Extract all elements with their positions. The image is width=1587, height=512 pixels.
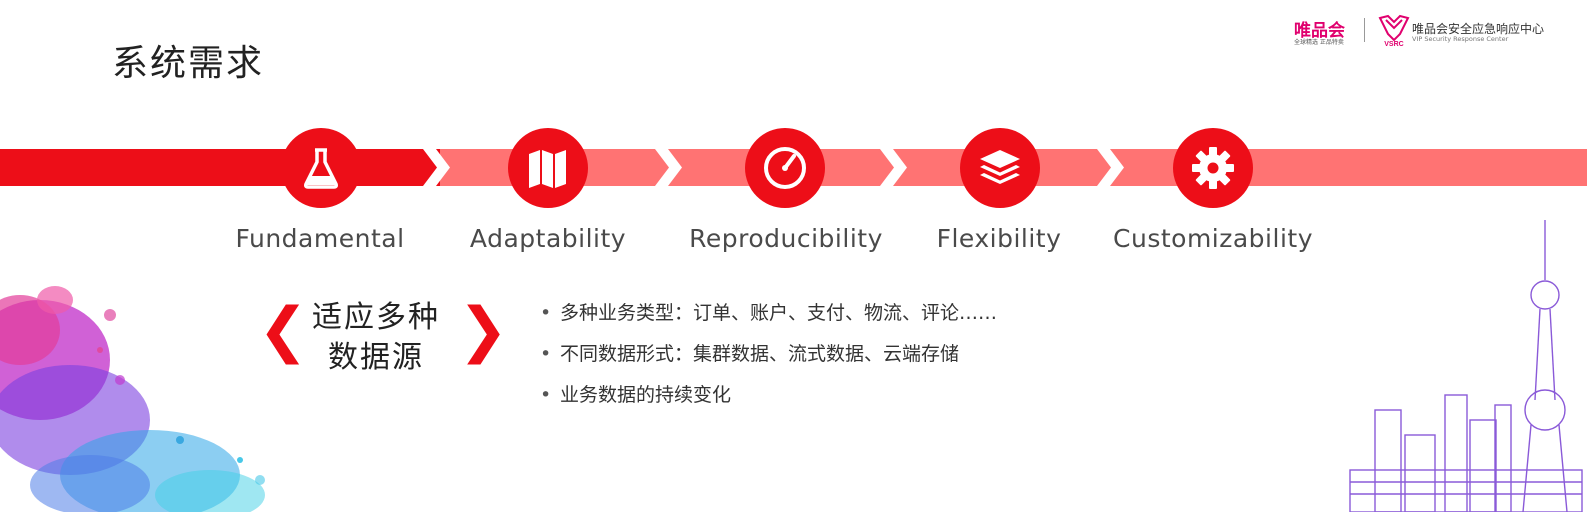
gauge-icon <box>764 147 806 189</box>
chevron-icon <box>423 149 450 186</box>
chevron-icon <box>880 149 907 186</box>
list-item-text: 业务数据的持续变化 <box>560 384 732 406</box>
flask-icon <box>304 148 338 189</box>
list-item: • 不同数据形式：集群数据、流式数据、云端存储 <box>540 338 997 379</box>
requirement-list: • 多种业务类型：订单、账户、支付、物流、评论…… • 不同数据形式：集群数据、流式… <box>540 297 997 420</box>
bullet-icon: • <box>540 302 552 324</box>
paint-splash-decoration <box>0 286 265 512</box>
left-bracket-icon: ❮ <box>258 295 309 365</box>
stage-circle-adaptability <box>508 128 588 208</box>
right-bracket-icon: ❯ <box>458 295 509 365</box>
vsrc-shield-icon: VSRC <box>1378 14 1410 48</box>
gear-icon <box>1192 147 1234 189</box>
list-item: • 多种业务类型：订单、账户、支付、物流、评论…… <box>540 297 997 338</box>
band-segment-filled <box>0 149 440 186</box>
vsrc-name-en: VIP Security Response Center <box>1412 35 1509 43</box>
vsrc-name: 唯品会安全应急响应中心 <box>1412 22 1545 36</box>
stage-label-flexibility: Flexibility <box>936 224 1062 253</box>
map-icon <box>529 150 566 188</box>
stage-circle-fundamental <box>281 128 361 208</box>
bullet-icon: • <box>540 384 552 406</box>
stage-circle-customizability <box>1173 128 1253 208</box>
stage-label-customizability: Customizability <box>1113 224 1313 253</box>
focus-heading: 适应多种 数据源 <box>300 298 452 378</box>
stage-label-fundamental: Fundamental <box>235 224 405 253</box>
list-item-text: 多种业务类型：订单、账户、支付、物流、评论…… <box>560 302 998 324</box>
chevron-icon <box>1097 149 1124 186</box>
stage-label-adaptability: Adaptability <box>469 224 627 253</box>
stage-label-reproducibility: Reproducibility <box>689 224 883 253</box>
vsrc-mark-text: VSRC <box>1384 41 1403 48</box>
bullet-icon: • <box>540 343 552 365</box>
slide-title: 系统需求 <box>112 43 265 84</box>
list-item-text: 不同数据形式：集群数据、流式数据、云端存储 <box>560 343 960 365</box>
stage-circle-flexibility <box>960 128 1040 208</box>
vip-tagline: 全球精选 正品特卖 <box>1294 39 1344 46</box>
focus-line-2: 数据源 <box>328 340 424 375</box>
chevron-icon <box>655 149 682 186</box>
progress-band <box>0 149 1587 186</box>
vip-logo: 唯品会 <box>1294 21 1345 41</box>
list-item: • 业务数据的持续变化 <box>540 379 997 420</box>
layers-icon <box>980 150 1020 184</box>
stage-circle-reproducibility <box>745 128 825 208</box>
logo-divider <box>1364 18 1365 42</box>
focus-line-1: 适应多种 <box>312 300 440 335</box>
city-skyline-decoration <box>1349 220 1583 512</box>
